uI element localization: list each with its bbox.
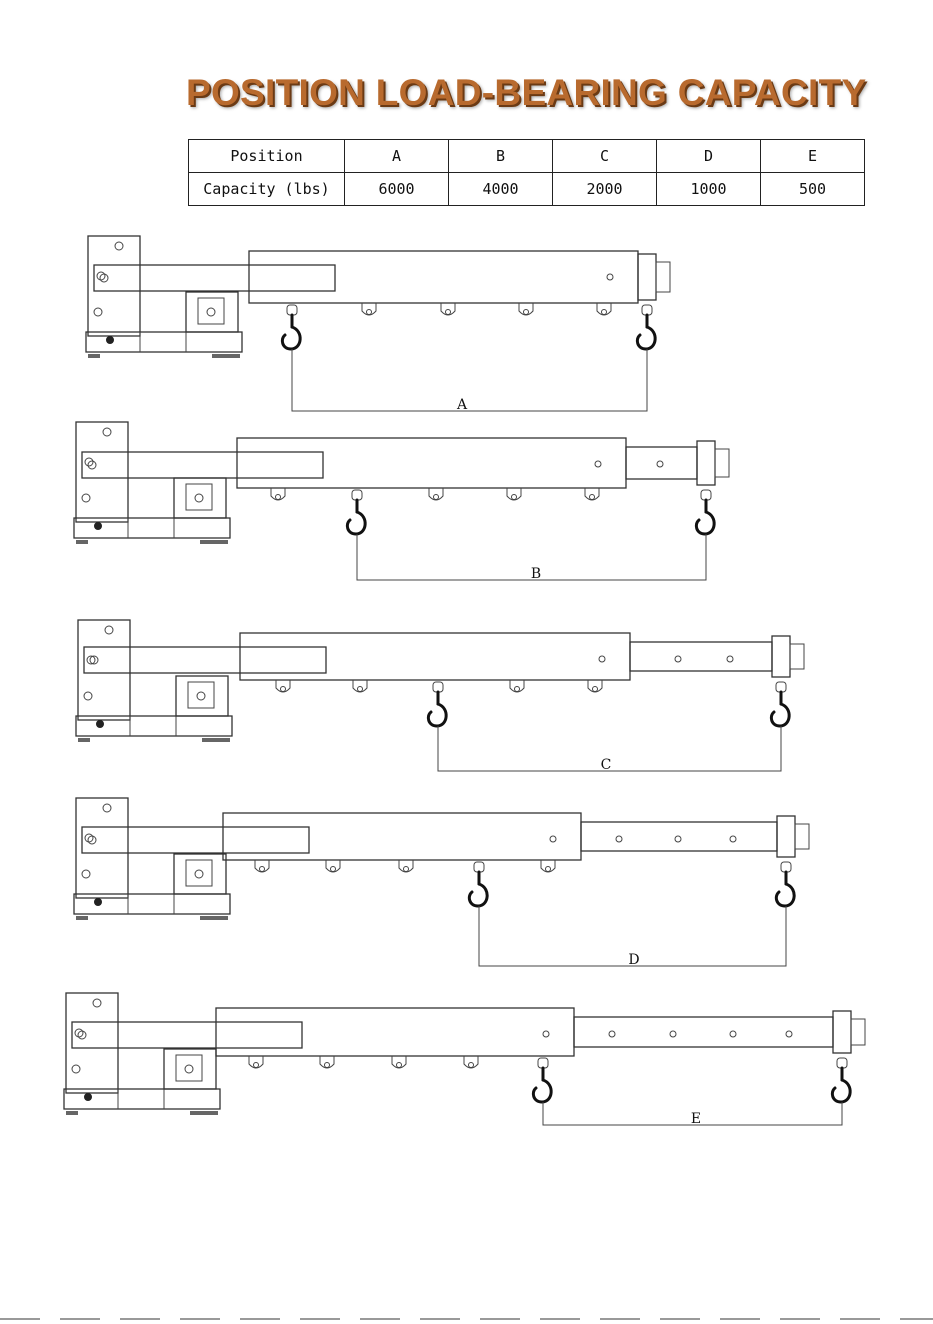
bolt-hole xyxy=(105,626,113,634)
lug-icon xyxy=(441,303,455,315)
lug-icon xyxy=(353,680,367,692)
lug-icon xyxy=(326,860,340,872)
bolt-hole xyxy=(82,494,90,502)
mount-plate xyxy=(78,620,130,720)
bolt-hole xyxy=(94,308,102,316)
boom-diagram-e: E xyxy=(64,993,865,1127)
bolt-hole xyxy=(115,242,123,250)
bolt-hole xyxy=(93,999,101,1007)
lug-icon xyxy=(276,680,290,692)
lug-icon xyxy=(271,488,285,500)
main-boom xyxy=(216,1008,574,1056)
mount-plate xyxy=(88,236,140,336)
inner-sleeve xyxy=(82,827,309,853)
boom-diagram-c: C xyxy=(76,620,804,773)
main-boom xyxy=(237,438,626,488)
bolt-hole xyxy=(595,461,601,467)
position-label: D xyxy=(628,952,639,968)
lug-icon xyxy=(399,860,413,872)
end-cap xyxy=(777,816,795,857)
bolt-hole xyxy=(616,836,622,842)
lug-icon xyxy=(392,1056,406,1068)
bolt-hole xyxy=(82,870,90,878)
bolt-hole xyxy=(675,836,681,842)
bolt-hole xyxy=(730,836,736,842)
extension-boom xyxy=(630,642,772,671)
end-cap xyxy=(772,636,790,677)
position-label: B xyxy=(531,566,541,582)
lug-icon xyxy=(597,303,611,315)
boom-diagram-a: A xyxy=(86,236,670,413)
hook-icon xyxy=(428,682,446,726)
bolt-icon xyxy=(96,720,104,728)
bolt-hole xyxy=(84,692,92,700)
position-label: E xyxy=(691,1111,701,1127)
bolt-hole xyxy=(197,692,205,700)
bolt-icon xyxy=(94,522,102,530)
bolt-hole xyxy=(670,1031,676,1037)
mount-plate xyxy=(76,798,128,898)
hook-icon xyxy=(282,305,300,349)
bolt-hole xyxy=(103,428,111,436)
lug-icon xyxy=(507,488,521,500)
lug-icon xyxy=(541,860,555,872)
lug-icon xyxy=(249,1056,263,1068)
bolt-hole xyxy=(730,1031,736,1037)
bolt-icon xyxy=(106,336,114,344)
hook-icon xyxy=(776,862,794,906)
lug-icon xyxy=(255,860,269,872)
boom-diagram-d: D xyxy=(74,798,809,968)
hook-icon xyxy=(533,1058,551,1102)
bolt-icon xyxy=(84,1093,92,1101)
lug-icon xyxy=(519,303,533,315)
lug-icon xyxy=(362,303,376,315)
inner-sleeve xyxy=(72,1022,302,1048)
bolt-hole xyxy=(72,1065,80,1073)
hook-icon xyxy=(771,682,789,726)
dimension-line xyxy=(292,349,647,411)
lug-icon xyxy=(320,1056,334,1068)
bolt-hole xyxy=(195,494,203,502)
bolt-hole xyxy=(607,274,613,280)
lug-icon xyxy=(588,680,602,692)
bolt-icon xyxy=(94,898,102,906)
mount-plate xyxy=(66,993,118,1093)
bolt-hole xyxy=(543,1031,549,1037)
bottom-border xyxy=(0,1318,933,1320)
mount-plate xyxy=(76,422,128,522)
bolt-hole xyxy=(599,656,605,662)
main-boom xyxy=(249,251,638,303)
lug-icon xyxy=(429,488,443,500)
lug-icon xyxy=(510,680,524,692)
position-label: A xyxy=(456,397,468,413)
bolt-hole xyxy=(727,656,733,662)
end-cap xyxy=(638,254,656,300)
hook-icon xyxy=(832,1058,850,1102)
bolt-hole xyxy=(786,1031,792,1037)
bolt-hole xyxy=(609,1031,615,1037)
inner-sleeve xyxy=(82,452,323,478)
lug-icon xyxy=(585,488,599,500)
bolt-hole xyxy=(550,836,556,842)
bolt-hole xyxy=(103,804,111,812)
inner-sleeve xyxy=(84,647,326,673)
hook-icon xyxy=(696,490,714,534)
end-cap xyxy=(697,441,715,485)
boom-diagram-b: B xyxy=(74,422,729,582)
position-label: C xyxy=(601,757,612,773)
hook-icon xyxy=(469,862,487,906)
bolt-hole xyxy=(195,870,203,878)
hook-icon xyxy=(637,305,655,349)
end-cap xyxy=(833,1011,851,1053)
bolt-hole xyxy=(185,1065,193,1073)
lug-icon xyxy=(464,1056,478,1068)
inner-sleeve xyxy=(94,265,335,291)
extension-boom xyxy=(574,1017,833,1047)
hook-icon xyxy=(347,490,365,534)
bolt-hole xyxy=(657,461,663,467)
bolt-hole xyxy=(207,308,215,316)
bolt-hole xyxy=(675,656,681,662)
extension-boom xyxy=(626,447,697,479)
